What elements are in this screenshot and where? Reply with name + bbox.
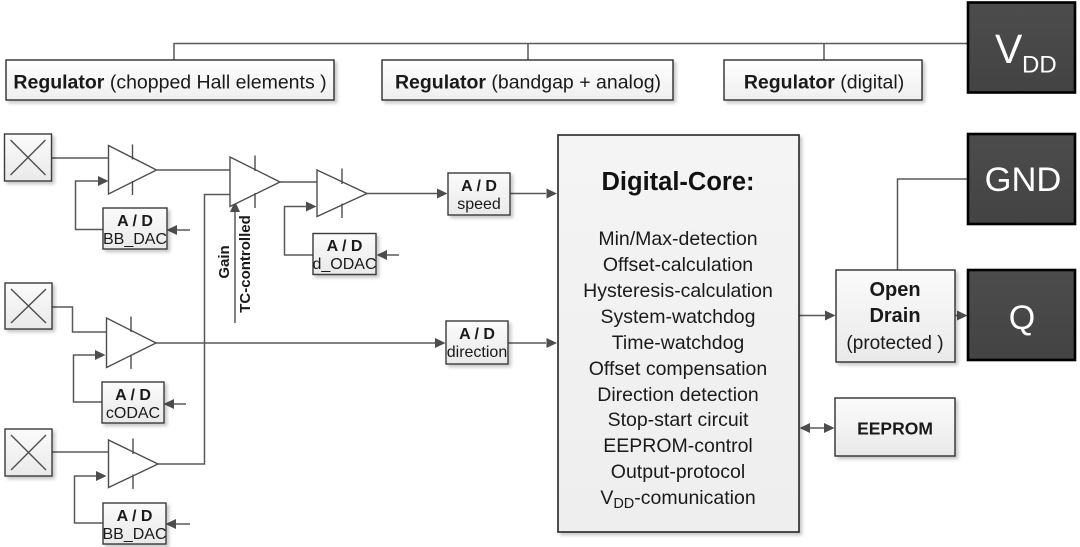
svg-text:A / D: A / D [459,326,495,343]
svg-text:Hysteresis-calculation: Hysteresis-calculation [583,280,773,302]
svg-text:Direction detection: Direction detection [597,384,759,406]
svg-text:TC-controlled: TC-controlled [237,215,254,313]
svg-text:EEPROM-control: EEPROM-control [603,435,753,457]
svg-text:VDD-comunication: VDD-comunication [600,487,755,512]
svg-text:Drain: Drain [869,305,920,327]
svg-text:V: V [995,26,1023,72]
svg-text:cODAC: cODAC [106,405,160,422]
svg-text:Regulator (bandgap + analog): Regulator (bandgap + analog) [395,72,661,94]
svg-text:A / D: A / D [461,178,497,195]
svg-text:Open: Open [869,279,920,301]
svg-text:A / D: A / D [327,238,363,255]
svg-text:Time-watchdog: Time-watchdog [612,332,745,354]
svg-text:BB_DAC: BB_DAC [103,231,167,248]
svg-text:speed: speed [457,196,501,213]
svg-text:Digital-Core:: Digital-Core: [602,168,755,196]
svg-text:Output-protocol: Output-protocol [611,461,745,483]
svg-text:Min/Max-detection: Min/Max-detection [598,228,757,250]
svg-text:d_ODAC: d_ODAC [312,256,376,273]
svg-text:Offset compensation: Offset compensation [589,358,768,380]
svg-text:Gain: Gain [216,245,233,278]
svg-text:A / D: A / D [117,508,153,525]
svg-text:EEPROM: EEPROM [857,419,933,439]
svg-text:Stop-start circuit: Stop-start circuit [608,409,749,431]
svg-text:BB_DAC: BB_DAC [102,526,166,543]
svg-text:System-watchdog: System-watchdog [601,306,756,328]
svg-text:A / D: A / D [117,213,153,230]
svg-text:(protected ): (protected ) [846,333,943,354]
svg-text:A / D: A / D [115,387,151,404]
svg-text:DD: DD [1022,52,1057,79]
svg-text:Regulator (chopped Hall eleme: Regulator (chopped Hall elements ) [13,72,326,94]
svg-text:Q: Q [1009,299,1035,337]
svg-text:Regulator (digital): Regulator (digital) [744,72,904,94]
svg-text:GND: GND [985,161,1062,199]
svg-text:direction: direction [447,344,507,361]
svg-text:Offset-calculation: Offset-calculation [603,254,753,276]
